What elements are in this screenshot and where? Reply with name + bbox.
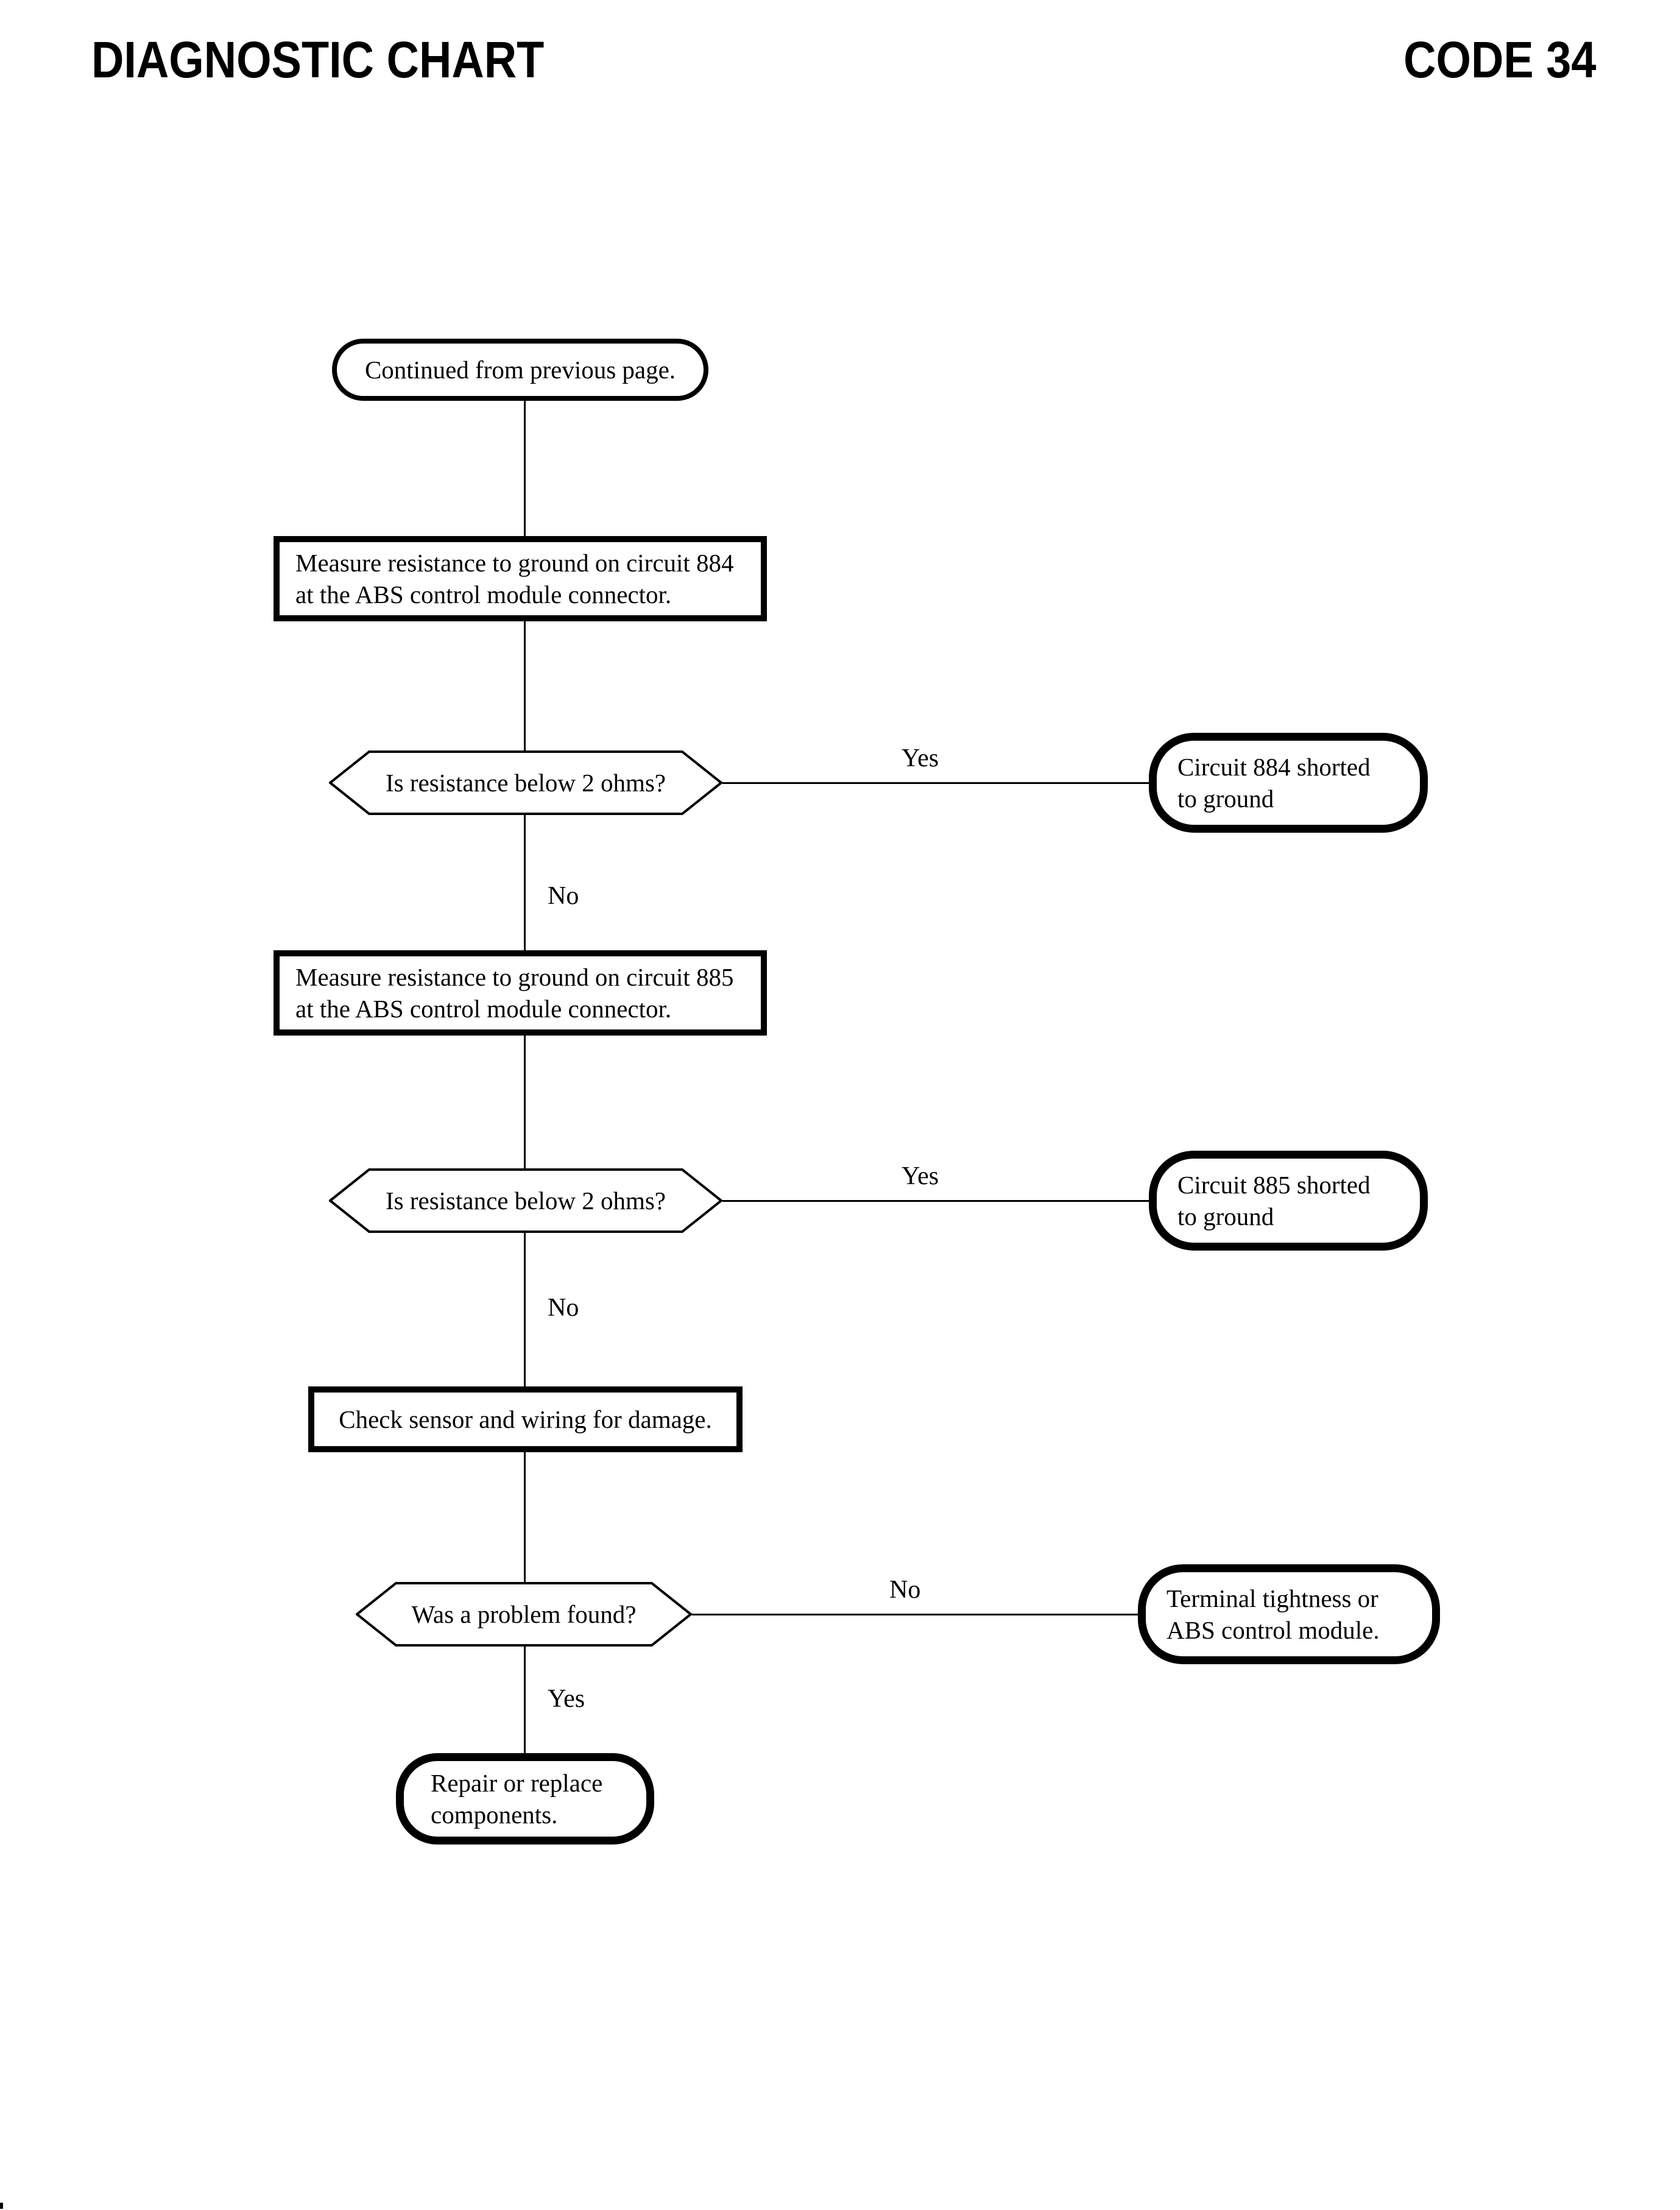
connector-start-measure884 <box>524 401 526 536</box>
node-result-terminal-tightness: Terminal tightness or ABS control module… <box>1138 1564 1440 1664</box>
connector-decision884-yes <box>722 782 1149 784</box>
node-result-shorted-885-line2: to ground <box>1177 1202 1274 1230</box>
label-yes-885: Yes <box>902 1162 939 1190</box>
connector-decision884-no <box>524 815 526 950</box>
node-decision-resistance-885: Is resistance below 2 ohms? <box>329 1168 722 1233</box>
node-result-shorted-885-line1: Circuit 885 shorted <box>1177 1171 1371 1199</box>
node-decision-resistance-884: Is resistance below 2 ohms? <box>329 750 722 815</box>
connector-measure884-decision884 <box>524 621 526 750</box>
node-result-shorted-884-line1: Circuit 884 shorted <box>1177 753 1371 781</box>
node-decision-problem-found: Was a problem found? <box>356 1582 692 1647</box>
node-result-repair: Repair or replace components. <box>396 1753 654 1845</box>
node-result-shorted-884: Circuit 884 shorted to ground <box>1149 733 1428 833</box>
label-yes-884: Yes <box>902 744 939 772</box>
label-no-885: No <box>548 1294 579 1322</box>
node-measure-884-line2: at the ABS control module connector. <box>295 581 672 609</box>
node-measure-885: Measure resistance to ground on circuit … <box>274 950 767 1036</box>
node-decision-problem-found-label: Was a problem found? <box>411 1600 637 1628</box>
page-title: DIAGNOSTIC CHART <box>91 31 545 88</box>
label-yes-problem: Yes <box>548 1685 585 1713</box>
connector-measure885-decision885 <box>524 1036 526 1168</box>
node-check-sensor: Check sensor and wiring for damage. <box>308 1386 743 1452</box>
connector-decision885-no <box>524 1233 526 1386</box>
connector-check-problem <box>524 1452 526 1582</box>
label-no-884: No <box>548 882 579 910</box>
node-result-shorted-884-line2: to ground <box>1177 785 1274 813</box>
node-result-repair-line2: components. <box>431 1801 558 1829</box>
node-result-shorted-885: Circuit 885 shorted to ground <box>1149 1151 1428 1251</box>
node-result-terminal-tightness-line1: Terminal tightness or <box>1166 1584 1378 1612</box>
hexagon-shape <box>329 750 722 815</box>
hexagon-shape <box>329 1168 722 1233</box>
connector-decision885-yes <box>722 1200 1149 1202</box>
node-measure-885-line1: Measure resistance to ground on circuit … <box>295 963 734 991</box>
node-measure-885-line2: at the ABS control module connector. <box>295 995 672 1023</box>
node-result-terminal-tightness-line2: ABS control module. <box>1166 1616 1380 1644</box>
node-start-label: Continued from previous page. <box>364 356 676 384</box>
node-decision-resistance-884-label: Is resistance below 2 ohms? <box>386 769 666 797</box>
node-check-sensor-label: Check sensor and wiring for damage. <box>339 1405 712 1433</box>
node-decision-resistance-885-label: Is resistance below 2 ohms? <box>386 1187 666 1215</box>
hexagon-shape <box>356 1582 692 1647</box>
diagnostic-code: CODE 34 <box>1403 31 1596 88</box>
label-no-problem: No <box>889 1576 921 1604</box>
node-start-continued: Continued from previous page. <box>332 339 708 401</box>
node-result-repair-line1: Repair or replace <box>431 1769 603 1797</box>
connector-problem-no <box>692 1614 1138 1615</box>
scan-artifact <box>0 2203 3 2209</box>
node-measure-884-line1: Measure resistance to ground on circuit … <box>295 549 734 577</box>
connector-problem-yes <box>524 1647 526 1753</box>
node-measure-884: Measure resistance to ground on circuit … <box>274 536 767 621</box>
